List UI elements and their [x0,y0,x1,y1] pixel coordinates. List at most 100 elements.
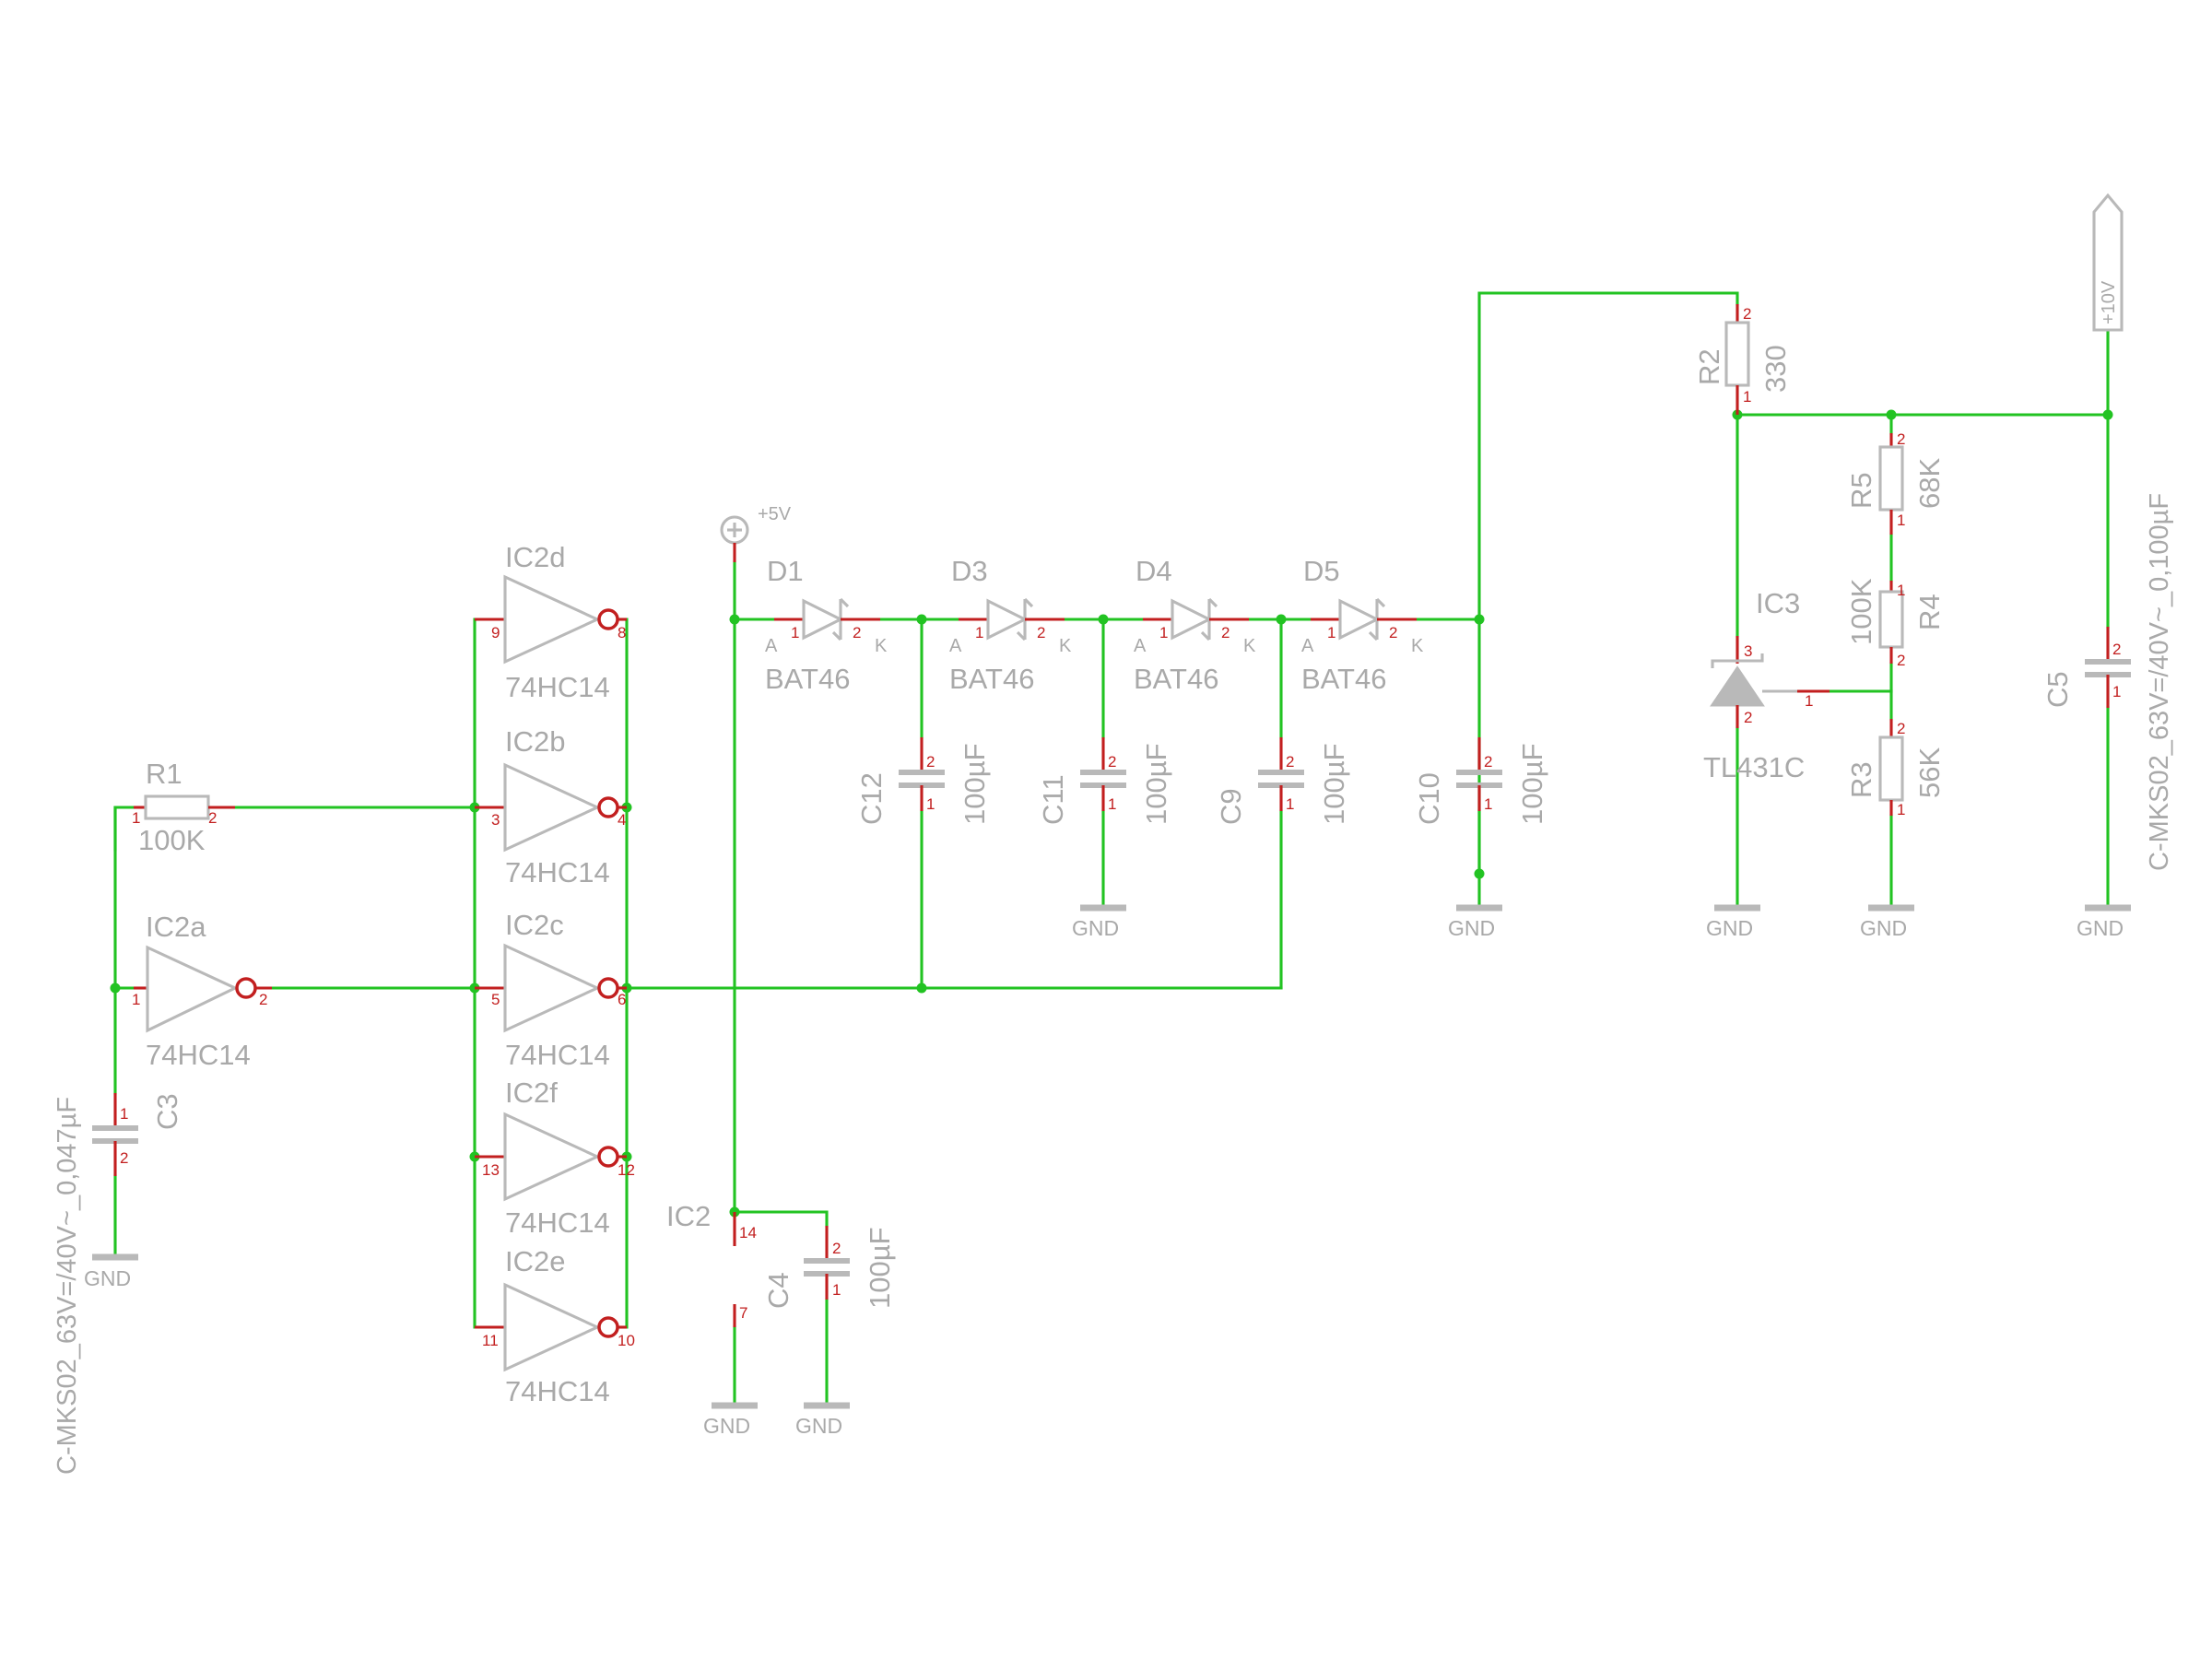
inverter-value: 74HC14 [146,1039,251,1071]
capacitor-c11: C11 100µF 2 1 [1037,737,1172,825]
diode-anode-label: A [1134,636,1147,656]
diode-cathode-label: K [1411,636,1424,656]
capacitor-name: C10 [1413,772,1445,825]
inverter-ic2c: IC2c 74HC14 5 6 [475,909,627,1071]
pin-number: 1 [132,991,140,1008]
ic2-name: IC2 [666,1200,711,1232]
junctions [110,409,2113,1218]
shunt-regulator-ic3: IC3 TL431C 3 2 1 [1703,587,1830,783]
pin-number: 1 [1743,388,1751,406]
resistor-name: R3 [1845,761,1877,798]
capacitor-c3: C3 C-MKS02_63V=/40V~_0,047µF 1 2 [53,1093,183,1475]
wire-d5-r2 [1477,291,1739,876]
diode-cathode-label: K [1243,636,1256,656]
junction [916,614,927,625]
capacitor-c12: C12 100µF 2 1 [855,737,991,825]
pin-number: 7 [739,1304,747,1322]
pin-number: 1 [120,1105,128,1123]
gnd-symbols: GND GND GND GND GND GND GND GND [84,904,2131,1438]
pin-number: 1 [2112,683,2121,700]
resistor-value: 56K [1913,747,1946,798]
resistor-name: R2 [1693,348,1725,385]
capacitor-value: 100µF [959,743,991,825]
diode-anode-label: A [1301,636,1314,656]
supply-10v-label: +10V [2099,280,2119,324]
pin-number: 1 [1897,512,1905,529]
gnd-label: GND [2077,916,2124,940]
supply-10v: +10V [2092,193,2124,332]
pin-number: 14 [739,1224,757,1241]
diode-d4: D4 BAT46 A K 1 2 [1134,555,1256,695]
ic2-power: IC2 14 7 [666,1200,757,1327]
junction [1474,614,1485,625]
capacitor-value: 100µF [1318,743,1350,825]
pin-number: 2 [1897,430,1905,448]
inverter-ic2d: IC2d 74HC14 9 8 [475,541,627,703]
capacitor-name: C11 [1037,774,1069,825]
capacitor-value: C-MKS02_63V=/40V~_0,100µF [2145,493,2174,871]
pin-number: 2 [1484,753,1492,771]
inverter-value: 74HC14 [505,1206,610,1239]
pin-number: 4 [618,811,626,829]
pin-number: 1 [1286,795,1294,813]
resistor-r5: R5 68K 2 1 [1845,430,1946,535]
pin-number: 2 [1897,652,1905,669]
pin-number: 10 [618,1332,635,1349]
pin-number: 5 [491,991,500,1008]
pin-number: 2 [120,1149,128,1167]
pin-number: 1 [1897,801,1905,818]
junction [110,982,121,994]
wire-r1-left [113,806,135,852]
pin-number: 1 [832,1281,841,1299]
wire-5v-to-c4 [733,1210,829,1228]
junction [1276,614,1287,625]
pin-number: 2 [1221,624,1230,641]
inverter-name: IC2a [146,911,206,943]
resistor-r4: R4 100K 1 2 [1845,578,1946,669]
diode-name: D4 [1135,555,1172,587]
pin-number: 9 [491,624,500,641]
pin-number: 2 [1743,305,1751,323]
pin-number: 1 [975,624,983,641]
capacitor-c9: C9 100µF 2 1 [1215,737,1350,825]
pin-number: 2 [832,1240,841,1257]
inverter-ic2e: IC2e 74HC14 11 10 [475,1245,635,1407]
pin-number: 2 [1108,753,1116,771]
pin-number: 2 [1286,753,1294,771]
gnd-r3: GND [1860,904,1914,940]
inverter-value: 74HC14 [505,1039,610,1071]
inverter-value: 74HC14 [505,1375,610,1407]
pin-number: 3 [1744,642,1752,660]
pin-number: 12 [618,1161,635,1179]
capacitor-value: 100µF [1140,743,1172,825]
gnd-label: GND [1072,916,1119,940]
pin-number: 1 [791,624,799,641]
gnd-c5: GND [2077,904,2131,940]
diode-d5: D5 BAT46 A K 1 2 [1301,555,1424,695]
gnd-c10: GND [1448,904,1502,940]
pin-number: 2 [1037,624,1045,641]
resistor-r1: R1 100K 1 2 [132,758,235,856]
capacitor-name: C9 [1215,788,1247,825]
diode-name: D5 [1303,555,1340,587]
junction [1886,409,1897,420]
capacitor-name: C4 [762,1272,794,1309]
gnd-label: GND [84,1266,131,1290]
gnd-label: GND [795,1414,842,1438]
pin-number: 1 [926,795,935,813]
inverter-name: IC2b [505,725,565,758]
inverter-ic2f: IC2f 74HC14 13 12 [475,1077,635,1239]
resistor-value: 100K [1845,578,1877,645]
pin-number: 13 [482,1161,500,1179]
diode-d1: D1 BAT46 A K 1 2 [765,555,888,695]
inverter-name: IC2c [505,909,564,941]
resistor-r2: R2 330 2 1 [1693,304,1792,415]
junction [1098,614,1109,625]
pin-number: 1 [1897,582,1905,599]
pin-number: 2 [1389,624,1397,641]
resistor-value: 330 [1759,345,1792,393]
diode-value: BAT46 [949,663,1034,695]
ic3-value: TL431C [1703,751,1805,783]
capacitor-name: C5 [2041,671,2074,708]
